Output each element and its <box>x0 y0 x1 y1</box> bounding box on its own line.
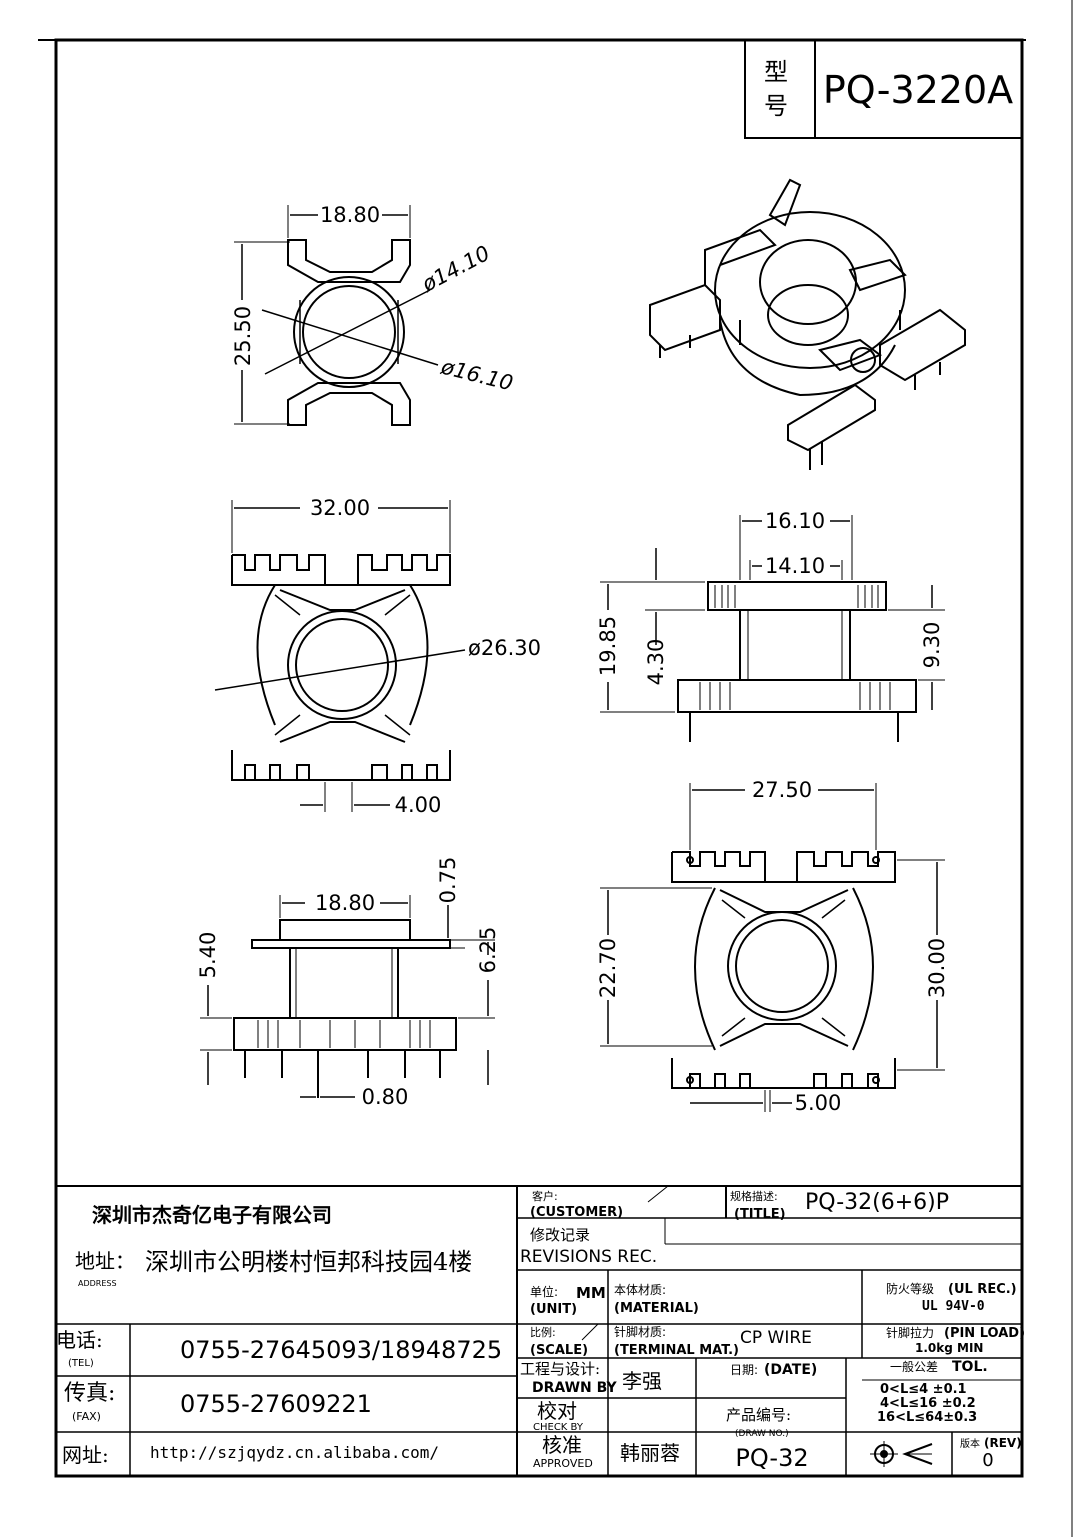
model-label-2: 号 <box>764 92 788 120</box>
tel-value: 0755-27645093/18948725 <box>180 1336 502 1364</box>
tel-en-label: (TEL) <box>68 1358 94 1369</box>
model-label-1: 型 <box>764 58 788 86</box>
web-value: http://szjqydz.cn.alibaba.com/ <box>150 1443 439 1462</box>
address-value: 深圳市公明楼村恒邦科技园4楼 <box>145 1248 472 1276</box>
tol-row-2: 4<L≤16 ±0.2 <box>880 1396 976 1411</box>
terminal-value: CP WIRE <box>740 1328 812 1348</box>
unit-label: 单位: <box>530 1284 558 1299</box>
address-label: 地址： <box>75 1249 135 1273</box>
dim-base-inner-height: 22.70 <box>596 938 620 998</box>
dim-front-pin-dia: 0.80 <box>362 1085 409 1109</box>
material-label: 本体材质: <box>614 1283 666 1297</box>
dim-top-outer-dia: ø16.10 <box>438 354 516 395</box>
dim-base-outer-height: 30.00 <box>925 938 949 998</box>
rev-label: 版本 <box>960 1437 980 1450</box>
scale-en-label: (SCALE) <box>530 1343 588 1358</box>
terminal-label: 针脚材质: <box>614 1324 666 1339</box>
dim-base-pin-pitch: 5.00 <box>795 1091 842 1115</box>
pin-load-en-label: (PIN LOAD) <box>944 1326 1025 1341</box>
tol-row-3: 16<L≤64±0.3 <box>877 1410 977 1425</box>
dim-bottom-dia: ø26.30 <box>468 636 541 660</box>
dim-side-inner: 14.10 <box>765 554 825 578</box>
pin-load-label: 针脚拉力 <box>886 1325 934 1340</box>
dim-side-total-height: 19.85 <box>596 616 620 676</box>
customer-en-label: (CUSTOMER) <box>530 1205 623 1220</box>
drawn-value: 李强 <box>622 1369 662 1393</box>
title-value: PQ-32(6+6)P <box>805 1190 949 1215</box>
terminal-en-label: (TERMINAL MAT.) <box>614 1343 739 1358</box>
base-view <box>600 783 945 1112</box>
dim-top-inner-dia: ø14.10 <box>417 241 494 297</box>
title-en-label: (TITLE) <box>734 1207 786 1222</box>
rev-value: 0 <box>982 1450 993 1471</box>
model-number: PQ-3220A <box>823 68 1013 112</box>
address-en-label: ADDRESS <box>78 1279 117 1288</box>
ul-value: UL 94V-0 <box>922 1299 985 1314</box>
title-block-frame <box>56 1185 1022 1476</box>
unit-en-label: (UNIT) <box>530 1302 577 1317</box>
dim-base-width: 27.50 <box>752 778 812 802</box>
title-block-text: 深圳市杰奇亿电子有限公司 地址： ADDRESS 深圳市公明楼村恒邦科技园4楼 … <box>56 1189 1025 1472</box>
unit-value: MM <box>576 1284 606 1302</box>
dim-side-flange-height: 4.30 <box>644 639 668 686</box>
dim-front-upper: 5.40 <box>196 932 220 979</box>
revisions-en-label: REVISIONS REC. <box>520 1247 657 1267</box>
drawing-no-value: PQ-32 <box>735 1444 808 1472</box>
date-en-label: (DATE) <box>764 1362 817 1378</box>
front-view <box>200 895 495 1098</box>
web-label: 网址: <box>62 1443 109 1467</box>
title-label: 规格描述: <box>730 1189 778 1203</box>
dim-front-height: 6.25 <box>476 927 500 974</box>
scale-label: 比例: <box>530 1325 556 1339</box>
drawn-en-label: DRAWN BY <box>532 1380 618 1396</box>
tol-label: 一般公差 <box>890 1359 938 1374</box>
drawn-label: 工程与设计: <box>520 1360 600 1378</box>
drawing-no-en-label: (DRAW NO.) <box>735 1429 789 1439</box>
tel-label: 电话: <box>56 1328 103 1352</box>
material-en-label: (MATERIAL) <box>614 1301 699 1316</box>
dim-front-width: 18.80 <box>315 891 375 915</box>
dim-bottom-width: 32.00 <box>310 496 370 520</box>
drawing-no-label: 产品编号: <box>726 1406 791 1424</box>
revisions-label: 修改记录 <box>530 1226 590 1244</box>
approved-en-label: APPROVED <box>533 1457 593 1470</box>
dim-bottom-pin-spacing: 4.00 <box>395 793 442 817</box>
dim-side-body-height: 9.30 <box>920 622 944 669</box>
bottom-view <box>214 500 466 812</box>
fax-en-label: (FAX) <box>72 1410 101 1423</box>
ul-label: 防火等级 <box>886 1281 934 1296</box>
approved-value: 韩丽蓉 <box>620 1441 680 1465</box>
bobbin-isometric-view <box>649 178 966 470</box>
dim-front-flange: 0.75 <box>436 857 460 904</box>
company-name: 深圳市杰奇亿电子有限公司 <box>92 1203 332 1227</box>
customer-label: 客户: <box>532 1189 558 1203</box>
check-label: 校对 <box>537 1399 577 1423</box>
date-label: 日期: <box>730 1363 758 1377</box>
approved-label: 核准 <box>542 1433 582 1457</box>
model-box: 型 号 PQ-3220A <box>744 39 1023 139</box>
rev-en-label: (REV) <box>984 1436 1022 1450</box>
pin-load-value: 1.0kg MIN <box>915 1341 983 1355</box>
side-view <box>600 515 945 742</box>
dim-top-width: 18.80 <box>320 203 380 227</box>
third-angle-projection-icon <box>870 1441 933 1467</box>
fax-label: 传真: <box>64 1381 115 1406</box>
tol-row-1: 0<L≤4 ±0.1 <box>880 1382 967 1397</box>
tol-en-label: TOL. <box>952 1359 988 1375</box>
ul-en-label: (UL REC.) <box>948 1282 1017 1297</box>
top-view <box>234 205 439 426</box>
check-en-label: CHECK BY <box>533 1422 584 1433</box>
dim-top-height: 25.50 <box>231 306 255 366</box>
fax-value: 0755-27609221 <box>180 1390 372 1418</box>
dim-side-outer: 16.10 <box>765 509 825 533</box>
